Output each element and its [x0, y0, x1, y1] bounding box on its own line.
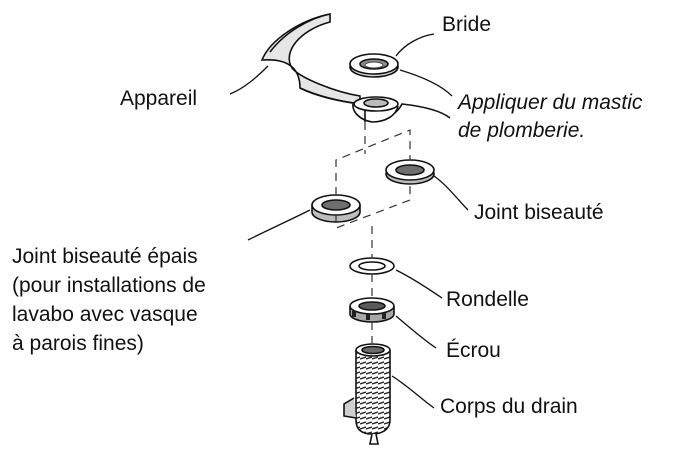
assembly-guides	[335, 122, 411, 344]
label-mastic-line2: de plomberie.	[458, 119, 586, 142]
label-appareil: Appareil	[120, 87, 198, 110]
sink-fixture	[260, 13, 451, 123]
leader-lines	[229, 33, 469, 409]
flange	[349, 53, 399, 78]
label-bride: Bride	[442, 13, 492, 36]
label-corps-drain: Corps du drain	[440, 395, 578, 418]
label-joint-biseaute: Joint biseauté	[474, 201, 604, 224]
washer	[349, 257, 395, 275]
label-ecrou: Écrou	[446, 339, 501, 362]
label-rondelle: Rondelle	[446, 288, 529, 311]
nut	[349, 297, 395, 323]
label-mastic-line1: Appliquer du mastic	[458, 91, 643, 114]
thick-beveled-gasket	[311, 194, 361, 223]
drain-body	[343, 343, 391, 445]
beveled-gasket	[385, 159, 435, 185]
label-joint-epais-line4: à parois fines)	[12, 332, 144, 355]
label-joint-epais-line2: (pour installations de	[12, 274, 206, 297]
label-joint-epais-line3: lavabo avec vasque	[12, 303, 198, 326]
label-joint-epais-line1: Joint biseauté épais	[12, 245, 198, 268]
